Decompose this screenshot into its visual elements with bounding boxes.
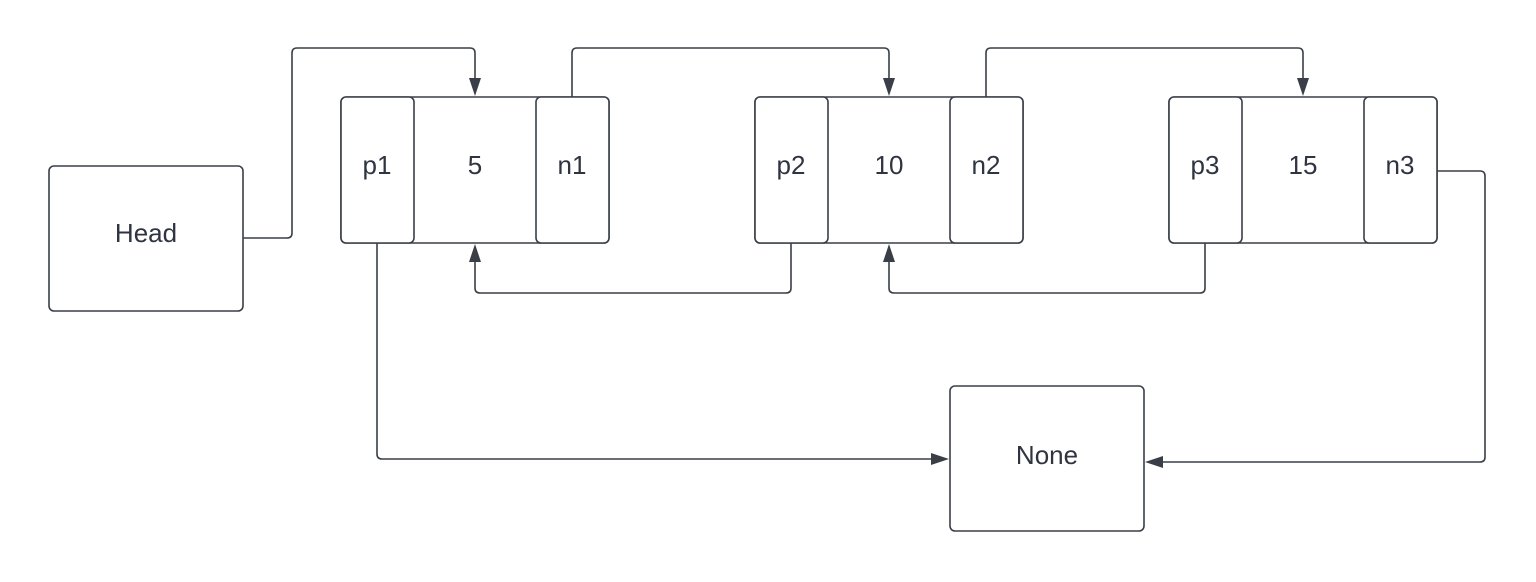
edge-n3-to-none [1163,170,1486,463]
node-3-value-label: 15 [1289,150,1318,180]
edge-p3-to-node-2 [888,243,1206,294]
edge-n2-to-node-3 [985,47,1304,97]
edge-n1-to-node-2 [571,47,890,97]
arrowhead-n2-to-node-3 [1297,78,1309,96]
list-node-2: p2 10 n2 [754,96,1024,244]
node-1-value-label: 5 [468,150,482,180]
node-1-prev-label: p1 [363,150,392,180]
list-node-1: p1 5 n1 [340,96,610,244]
arrowhead-n1-to-node-2 [883,78,895,96]
arrowhead-p2-to-node-1 [469,244,481,262]
list-node-3: p3 15 n3 [1168,96,1438,244]
head-node: Head [48,165,244,312]
node-3-next-label: n3 [1386,150,1415,180]
node-1-next-label: n1 [558,150,587,180]
edge-head-to-node-1 [243,47,476,239]
none-label: None [1016,440,1078,470]
node-3-prev-label: p3 [1191,150,1220,180]
node-2-prev-label: p2 [777,150,806,180]
edge-p2-to-node-1 [474,243,792,294]
node-3-next-cell [1363,96,1438,244]
arrowhead-head-to-node-1 [469,78,481,96]
node-2-next-label: n2 [972,150,1001,180]
head-label: Head [115,218,177,248]
edge-p1-to-none [376,243,931,460]
none-node: None [949,385,1145,532]
arrowhead-n3-to-none [1145,456,1163,468]
arrowhead-p1-to-none [931,453,949,465]
node-2-value-label: 10 [875,150,904,180]
arrowhead-p3-to-node-2 [883,244,895,262]
